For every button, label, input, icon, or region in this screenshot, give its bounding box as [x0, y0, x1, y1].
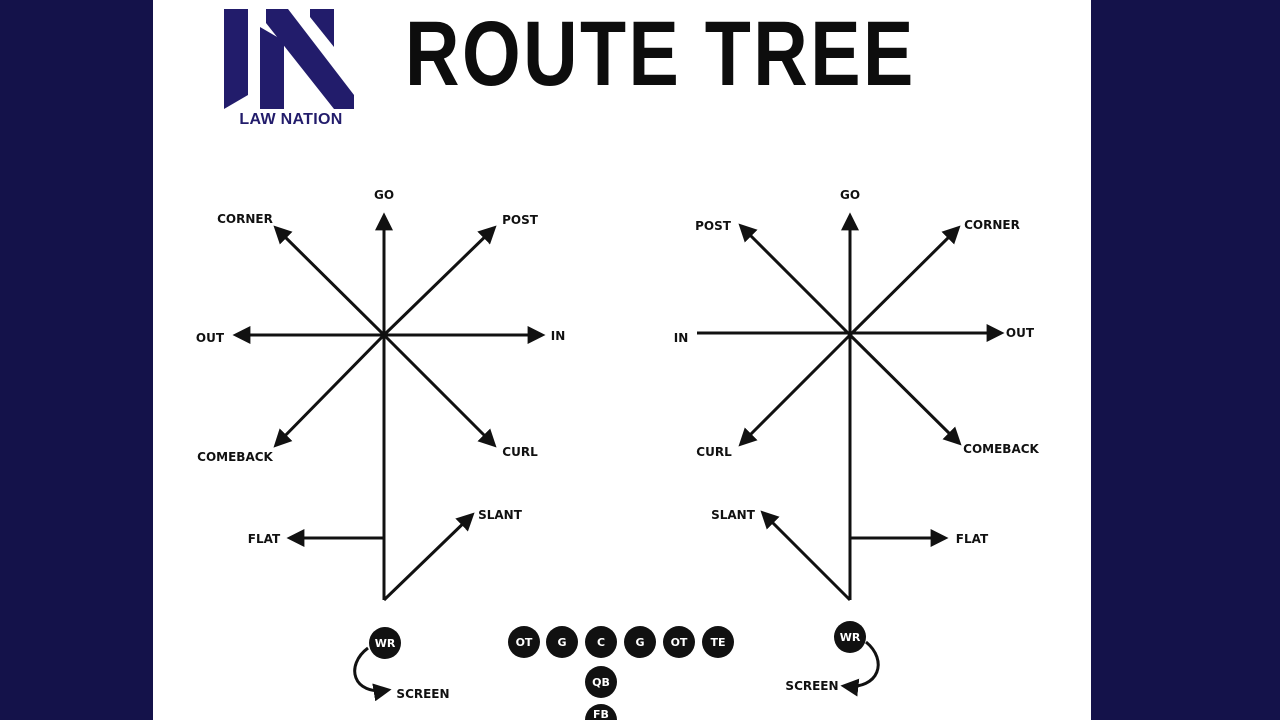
formation-player: C [585, 626, 617, 658]
content-panel [153, 0, 1091, 720]
left-post-label: POST [502, 213, 539, 227]
right-route-tree [697, 212, 1005, 697]
left-receiver: WR [369, 627, 401, 659]
formation-qb: QB [585, 666, 617, 698]
left-wr-circle [369, 627, 401, 659]
left-slant-route [382, 512, 475, 602]
right-receiver: WR [834, 621, 866, 653]
right-route-labels: GO POST CORNER IN OUT CURL COMEBACK SLAN… [674, 188, 1040, 693]
right-wr-circle [834, 621, 866, 653]
right-comeback-route [848, 333, 962, 446]
right-in-label: IN [674, 331, 689, 345]
law-nation-logo: LAW NATION [224, 9, 358, 129]
right-go-label: GO [840, 188, 860, 202]
right-wr-label: WR [840, 631, 861, 644]
left-comeback-route [273, 333, 386, 448]
left-out-label: OUT [196, 331, 225, 345]
formation-player: OT [508, 626, 540, 658]
right-slant-route [760, 510, 852, 602]
right-out-label: OUT [1006, 326, 1035, 340]
left-corner-label: CORNER [217, 212, 273, 226]
right-corner-route [848, 225, 961, 337]
right-curl-route [738, 333, 852, 447]
right-screen-label: SCREEN [785, 679, 838, 693]
formation-player-label: OT [516, 636, 533, 649]
left-wr-label: WR [375, 637, 396, 650]
page-title: ROUTE TREE [405, 3, 916, 105]
formation-player: G [624, 626, 656, 658]
left-route-tree [232, 212, 546, 702]
formation-fb: FB [585, 704, 617, 720]
formation-fb-label: FB [593, 708, 609, 720]
left-flat-label: FLAT [248, 532, 281, 546]
formation-qb-label: QB [592, 676, 610, 689]
formation-player-label: OT [671, 636, 688, 649]
left-curl-route [382, 333, 497, 448]
right-corner-label: CORNER [964, 218, 1020, 232]
right-post-label: POST [695, 219, 732, 233]
right-post-route [738, 223, 852, 337]
left-curl-label: CURL [502, 445, 538, 459]
left-screen-label: SCREEN [396, 687, 449, 701]
left-in-label: IN [551, 329, 566, 343]
formation-player: OT [663, 626, 695, 658]
right-slant-label: SLANT [711, 508, 756, 522]
left-slant-label: SLANT [478, 508, 523, 522]
left-comeback-label: COMEBACK [197, 450, 273, 464]
right-comeback-label: COMEBACK [963, 442, 1039, 456]
logo-mark-icon [224, 9, 354, 109]
formation-player-label: C [597, 636, 605, 649]
offensive-formation: OT G C G OT TE QB FB [508, 626, 734, 720]
formation-player-label: G [635, 636, 644, 649]
formation-player: TE [702, 626, 734, 658]
left-go-label: GO [374, 188, 394, 202]
logo-text: LAW NATION [239, 111, 343, 128]
right-screen-route [840, 640, 880, 697]
formation-player-label: TE [710, 636, 725, 649]
left-route-labels: GO CORNER POST OUT IN COMEBACK CURL SLAN… [196, 188, 565, 701]
left-post-route [382, 225, 497, 337]
left-screen-route [353, 646, 392, 702]
left-corner-route [273, 225, 386, 337]
formation-player: G [546, 626, 578, 658]
formation-player-label: G [557, 636, 566, 649]
right-curl-label: CURL [696, 445, 732, 459]
right-flat-label: FLAT [956, 532, 989, 546]
